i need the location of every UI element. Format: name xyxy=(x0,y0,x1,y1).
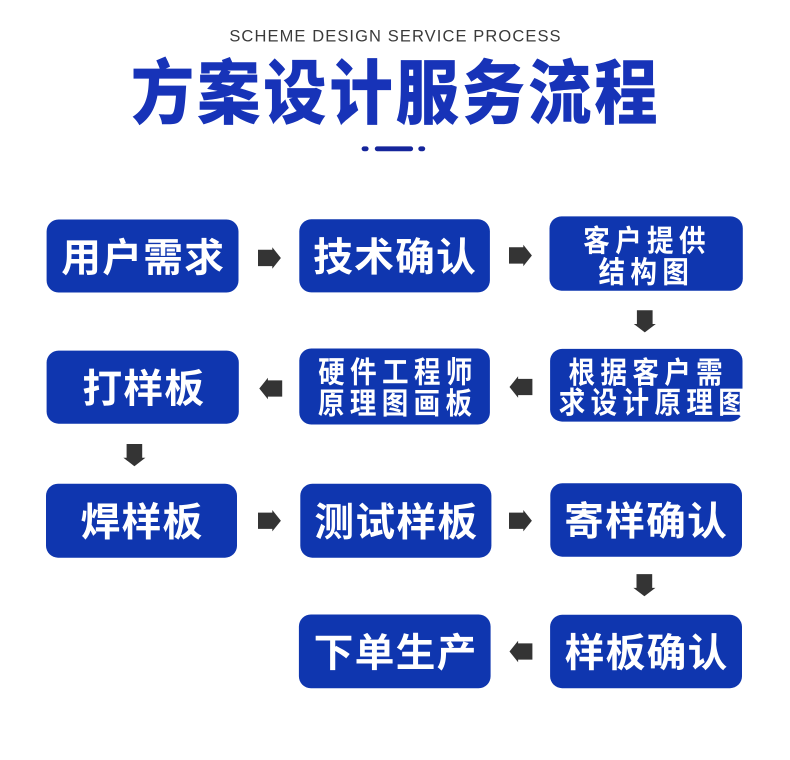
svg-text:SCHEME DESIGN SERVICE PROCESS: SCHEME DESIGN SERVICE PROCESS xyxy=(229,28,561,46)
